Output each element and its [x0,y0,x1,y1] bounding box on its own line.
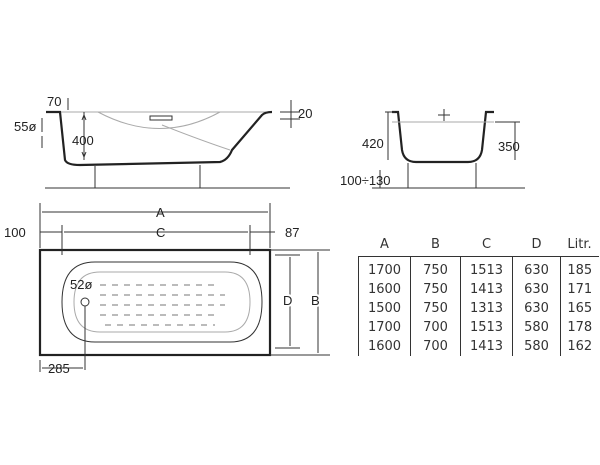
dim-c: C [156,225,165,240]
table-cell: 178 [560,318,599,337]
dim-height: 420 [362,136,384,151]
table-cell: 700 [410,337,461,356]
table-cell: 630 [512,280,561,299]
table-cell: 1600 [358,337,411,356]
top-view: A C 100 87 D B 52ø 285 [4,203,330,376]
dim-right: 87 [285,225,299,240]
feet [94,165,201,188]
dim-rim: 70 [47,94,61,109]
dim-a: A [156,205,165,220]
table-cell: 750 [410,299,461,318]
dim-edge: 20 [298,106,312,121]
dim-left: 100 [4,225,26,240]
table-cell: 580 [512,318,561,337]
table-cell: 630 [512,299,561,318]
table-cell: 1700 [358,256,411,280]
table-cell: 700 [410,318,461,337]
table-cell: 1513 [460,256,513,280]
table-cell: 165 [560,299,599,318]
tub-outline [38,248,272,357]
table-cell: 1413 [460,337,513,356]
table-cell: 1600 [358,280,411,299]
dim-b: B [311,293,320,308]
dim-inner: 350 [498,139,520,154]
dim-depth: 400 [72,133,94,148]
dim-outlet: 55ø [14,119,36,134]
dim-drain: 52ø [70,277,92,292]
table-cell: 1313 [460,299,513,318]
side-view: 70 55ø 400 20 [14,94,312,189]
header-litres: Litr. [567,236,592,252]
table-cell: 162 [560,337,599,356]
dim-drain-offset: 285 [48,361,70,376]
table-cell: 1513 [460,318,513,337]
table-cell: 1413 [460,280,513,299]
header-b: B [431,236,440,252]
table-cell: 750 [410,280,461,299]
table-cell: 1500 [358,299,411,318]
dim-d: D [283,293,292,308]
table-cell: 630 [512,256,561,280]
dim-feet: 100÷130 [340,173,391,188]
header-a: A [380,236,389,252]
table-cell: 1700 [358,318,411,337]
header-c: C [481,236,492,252]
table-cell: 171 [560,280,599,299]
end-view: 420 350 100÷130 [340,109,525,189]
table-cell: 580 [512,337,561,356]
table-header: A B C D Litr. [359,232,599,257]
tub-profile [46,110,273,167]
table-cell: 750 [410,256,461,280]
table-cell: 185 [560,256,599,280]
header-d: D [531,236,542,252]
end-profile [392,110,494,164]
